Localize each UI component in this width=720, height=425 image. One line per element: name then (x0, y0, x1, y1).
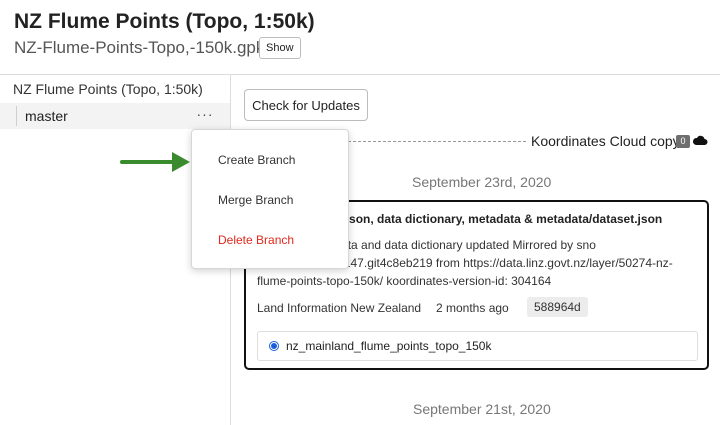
radio-selected-icon[interactable] (269, 341, 279, 351)
branch-context-menu: Create Branch Merge Branch Delete Branch (191, 129, 349, 269)
repo-name: NZ Flume Points (Topo, 1:50k) (13, 81, 203, 97)
sidebar-item-branch-master[interactable]: master ··· (0, 103, 230, 129)
commit-time: 2 months ago (436, 301, 509, 315)
dataset-item[interactable]: nz_mainland_flume_points_topo_150k (257, 331, 698, 361)
date-heading: September 21st, 2020 (413, 401, 551, 417)
menu-item-merge-branch[interactable]: Merge Branch (218, 193, 294, 207)
remote-divider (348, 141, 526, 142)
sidebar: NZ Flume Points (Topo, 1:50k) master ··· (0, 75, 231, 425)
commit-sha-badge[interactable]: 588964d (527, 297, 588, 317)
menu-item-create-branch[interactable]: Create Branch (218, 153, 296, 167)
window-header: NZ Flume Points (Topo, 1:50k) NZ-Flume-P… (0, 0, 720, 75)
file-name: NZ-Flume-Points-Topo,-150k.gpkg (14, 38, 274, 57)
commit-title: Added schema.json, data dictionary, meta… (257, 212, 663, 226)
page-title: NZ Flume Points (Topo, 1:50k) (14, 10, 315, 33)
more-horizontal-icon[interactable]: ··· (196, 106, 214, 122)
cloud-icon (692, 135, 708, 145)
check-for-updates-button[interactable]: Check for Updates (244, 89, 368, 121)
menu-item-delete-branch[interactable]: Delete Branch (218, 233, 295, 247)
arrow-right-icon (120, 152, 190, 172)
dataset-name: nz_mainland_flume_points_topo_150k (286, 339, 492, 353)
tree-guide-line (16, 106, 17, 126)
date-heading: September 23rd, 2020 (412, 174, 552, 190)
commit-author: Land Information New Zealand (257, 301, 422, 315)
remote-label: Koordinates Cloud copy (531, 133, 680, 149)
branch-label: master (25, 108, 68, 124)
remote-count-badge: 0 (676, 135, 690, 148)
show-button[interactable]: Show (259, 37, 301, 59)
